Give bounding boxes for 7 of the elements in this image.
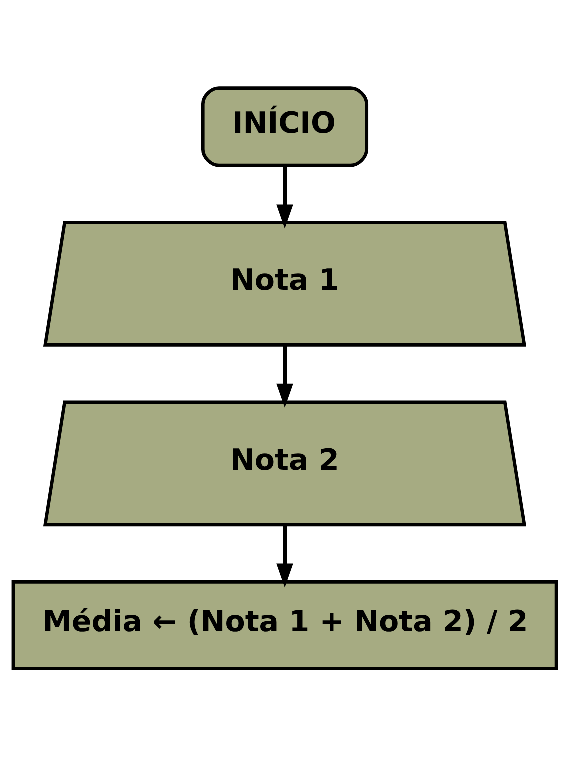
arrow — [276, 525, 294, 588]
arrow — [276, 166, 294, 229]
node-box: Média ← (Nota 1 + Nota 2) / 2 — [12, 580, 558, 670]
node-box: Nota 2 — [43, 400, 527, 527]
node-box: Nota 1 — [43, 221, 527, 347]
node-box: INÍCIO — [201, 86, 369, 168]
arrow — [276, 345, 294, 408]
